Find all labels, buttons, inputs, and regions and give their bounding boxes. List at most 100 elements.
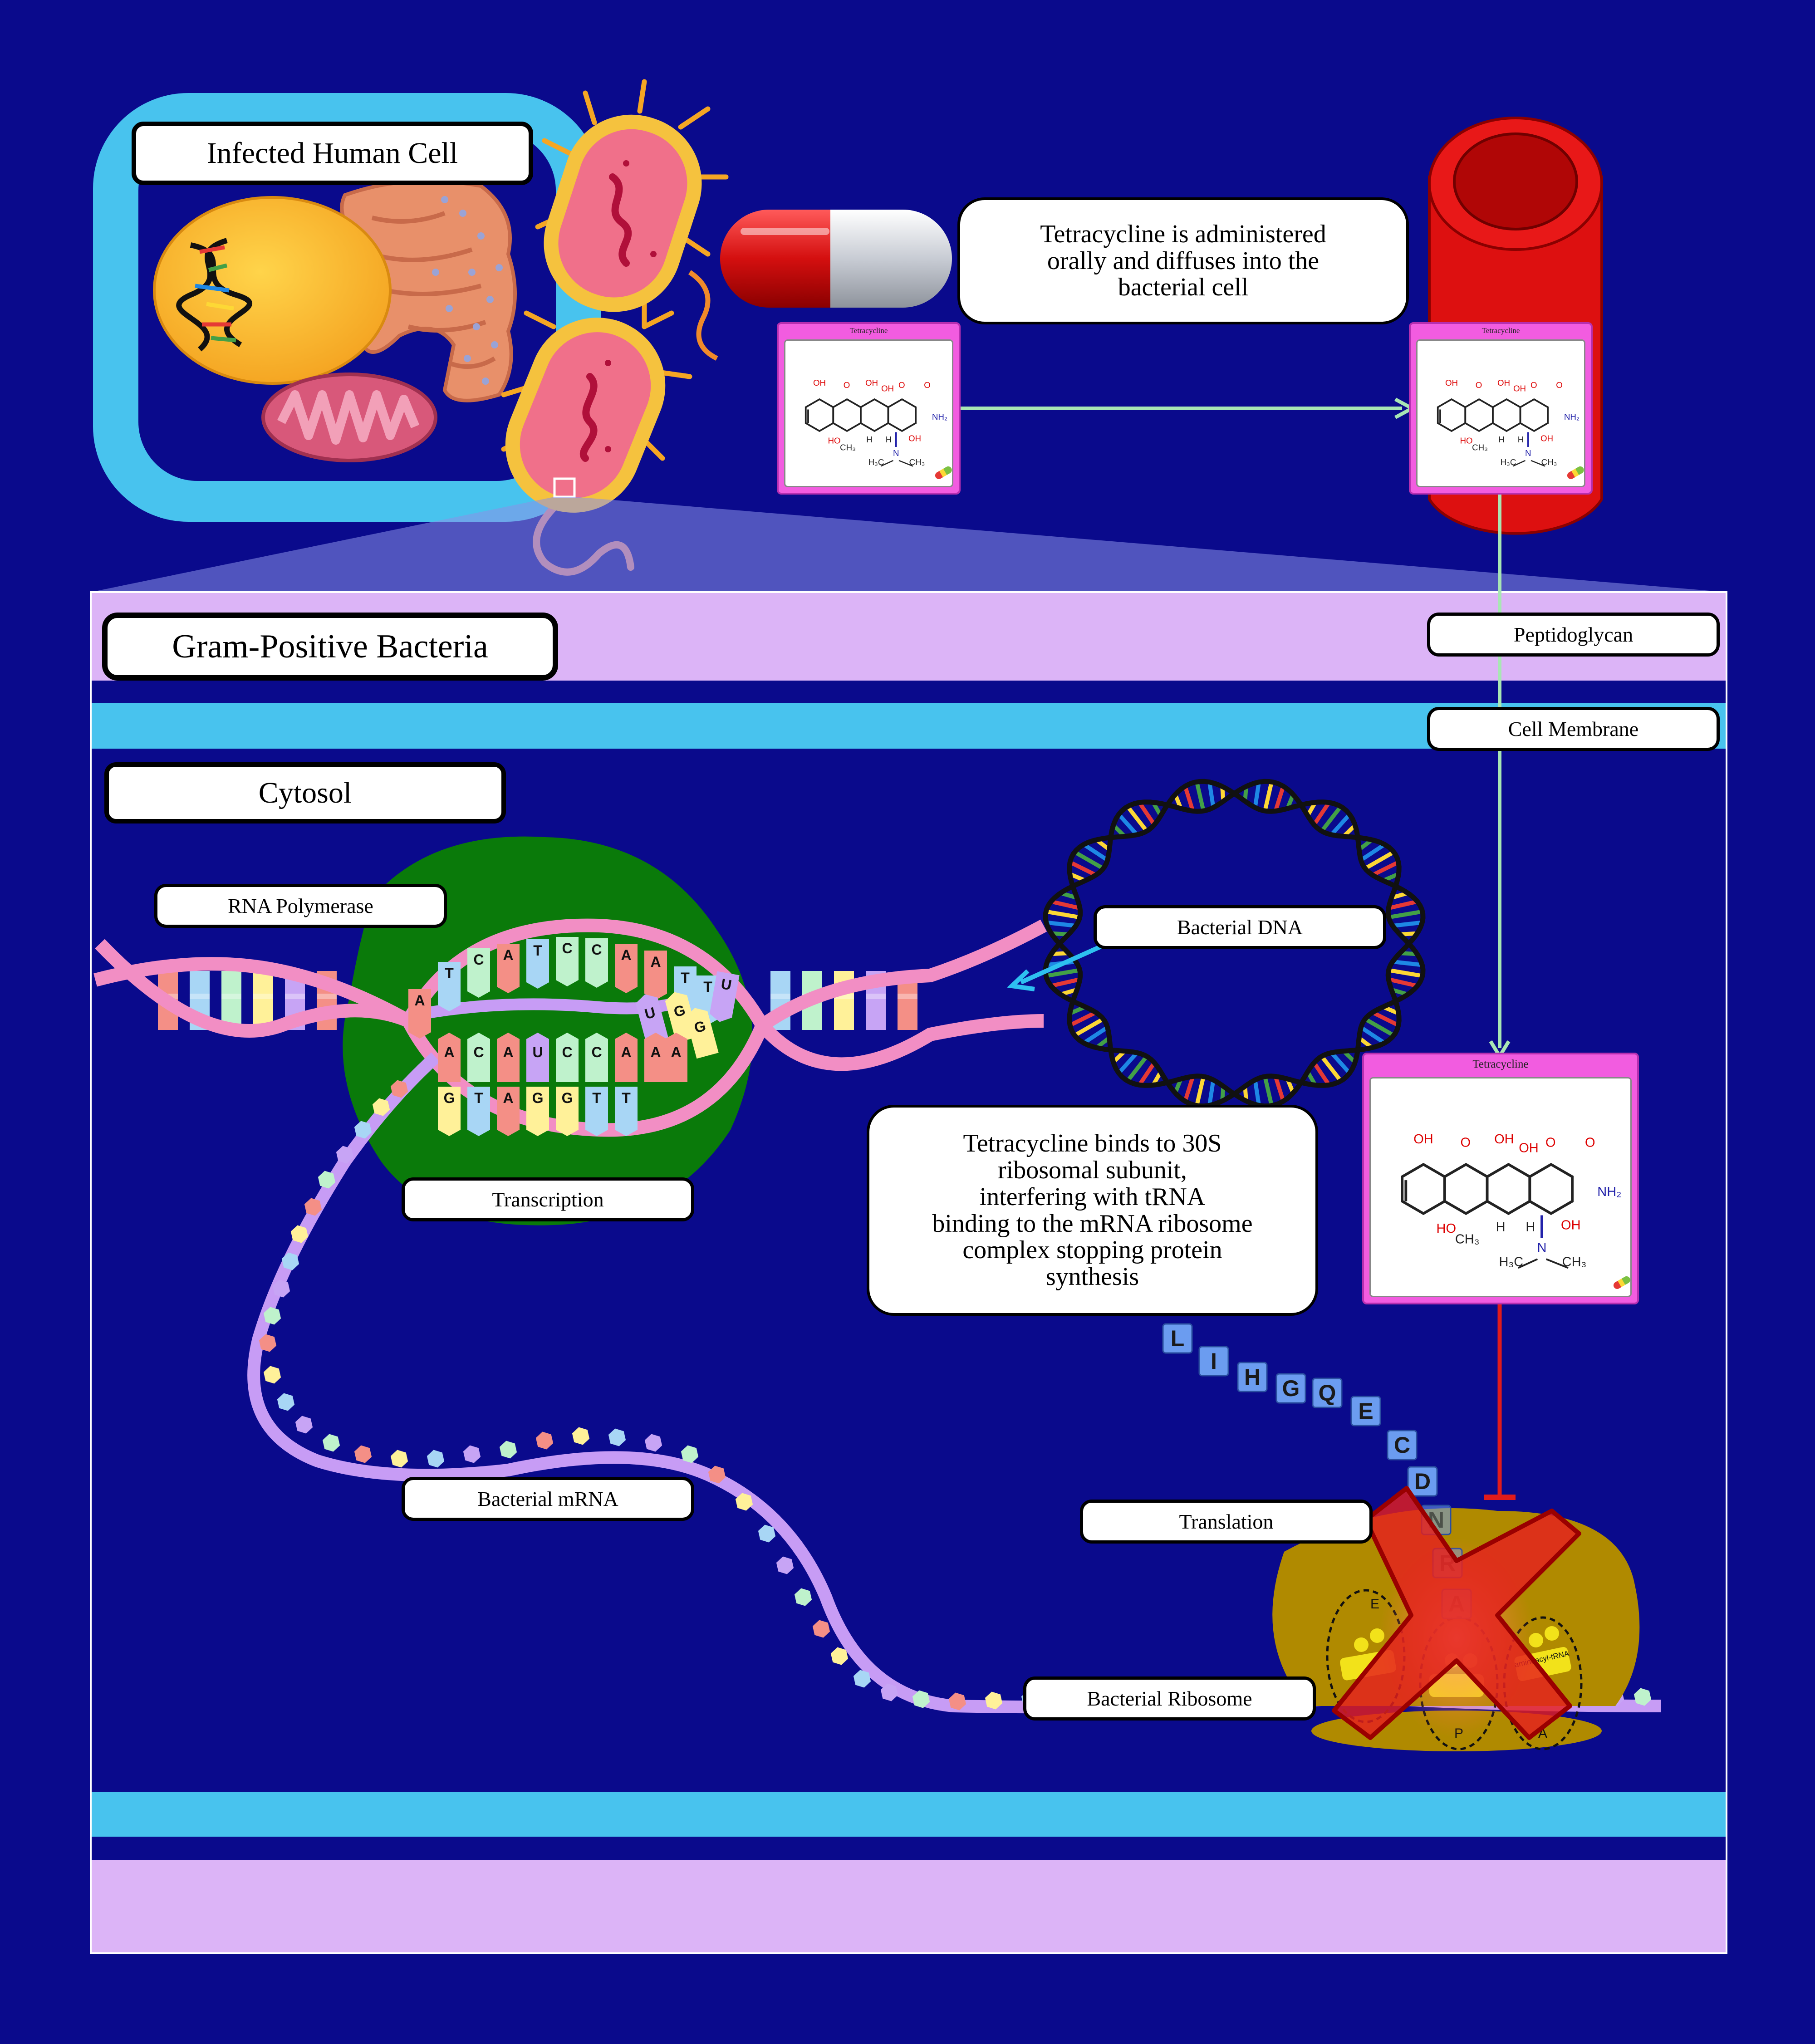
- label-rna-polymerase: RNA Polymerase: [154, 884, 447, 928]
- capsule-icon: [1567, 466, 1584, 479]
- mrna-nucleotide: [708, 1466, 726, 1484]
- molecule-label-oh: OH: [813, 378, 826, 387]
- dna-rung-gap: [317, 994, 337, 999]
- circular-dna-rung: [1364, 850, 1395, 871]
- nucleotide-base: C: [585, 938, 608, 988]
- label-cytosol: Cytosol: [104, 762, 506, 823]
- molecule-ring: [1443, 1163, 1489, 1215]
- base-shape: [635, 994, 669, 1045]
- base-letter: G: [444, 1090, 455, 1106]
- circular-dna-rung: [1371, 1010, 1399, 1027]
- molecule-label-oh: OH: [1445, 378, 1458, 387]
- circular-dna-rung: [1388, 899, 1418, 910]
- label-bacterial-ribosome: Bacterial Ribosome: [1023, 1676, 1316, 1720]
- bacterium-1: [535, 79, 729, 361]
- amino-acid-letter: G: [1282, 1376, 1300, 1401]
- molecule-label-ho: HO: [1460, 436, 1472, 446]
- nucleotide-base: G: [438, 1087, 461, 1136]
- circular-dna-rung: [1138, 1061, 1156, 1086]
- molecule-label-o: O: [1461, 1136, 1471, 1150]
- base-letter: T: [703, 979, 712, 995]
- molecule-label-nh2: NH₂: [1564, 412, 1580, 422]
- note-mechanism: Tetracycline binds to 30S ribosomal subu…: [867, 1105, 1318, 1316]
- circular-dna-rung: [1183, 785, 1195, 812]
- endoplasmic-reticulum: [340, 179, 517, 402]
- molecule-ring: [832, 398, 862, 432]
- base-shape: [615, 1087, 638, 1136]
- zoom-projection: [91, 497, 1727, 592]
- mrna-nucleotide: [390, 1080, 408, 1098]
- peptidoglycan-bottom: [92, 1860, 1726, 1952]
- amino-acid: [1387, 1430, 1418, 1461]
- mrna-nucleotide: [354, 1445, 372, 1463]
- circular-dna-rung: [1050, 899, 1080, 910]
- molecule-label-h: H: [886, 435, 892, 444]
- base-letter: G: [532, 1090, 544, 1106]
- circular-dna-rung: [1183, 1076, 1195, 1102]
- molecule-bond: [1545, 1258, 1569, 1269]
- circular-dna-rung: [1126, 1055, 1148, 1083]
- circular-dna-rung: [1392, 920, 1423, 928]
- molecule-ring: [887, 398, 917, 432]
- amino-acid: [1198, 1346, 1229, 1377]
- mrna-nucleotide: [290, 1225, 309, 1243]
- circular-dna-rung: [1388, 909, 1423, 920]
- base-shape: [556, 1087, 579, 1136]
- nucleotide-base: T: [526, 939, 549, 989]
- mrna-nucleotide: [277, 1393, 295, 1411]
- molecule-label-nh2: NH₂: [932, 412, 947, 422]
- base-shape: [585, 1033, 608, 1082]
- base-letter: T: [681, 970, 690, 986]
- mrna-nucleotide: [681, 1445, 699, 1463]
- base-shape: [685, 1008, 719, 1059]
- mrna-nucleotide: [608, 1428, 626, 1446]
- molecule-label-oh: OH: [1540, 434, 1553, 443]
- dna-rung-gap: [898, 994, 917, 999]
- ribosome-site-e: E: [1370, 1597, 1379, 1612]
- base-letter: C: [562, 1044, 572, 1060]
- label-bacterial-dna: Bacterial DNA: [1094, 905, 1386, 949]
- capsule-pill: [720, 210, 952, 308]
- molecule-ring: [804, 398, 834, 432]
- amino-acid: [1407, 1466, 1438, 1497]
- base-shape: [615, 944, 638, 993]
- capsule-icon-band: [1571, 469, 1579, 477]
- nucleotide-base: G: [556, 1087, 579, 1136]
- base-shape: [585, 1087, 608, 1136]
- dna-rung-gap: [285, 994, 305, 999]
- base-shape: [438, 1087, 461, 1136]
- molecule-bond: [1517, 1258, 1538, 1269]
- mrna-nucleotide: [263, 1366, 281, 1384]
- mrna-nucleotide: [948, 1692, 966, 1711]
- capsule-icon-band: [939, 469, 947, 477]
- base-letter: C: [473, 1044, 484, 1060]
- circular-dna-rung: [1312, 801, 1331, 826]
- base-shape: [438, 1033, 461, 1082]
- nucleotide-base: A: [615, 944, 638, 993]
- molecule-label-o: O: [1585, 1136, 1595, 1150]
- mrna-nucleotide: [499, 1441, 517, 1459]
- molecule-label-oh: OH: [1519, 1141, 1539, 1155]
- molecule-label-h: H: [1498, 435, 1505, 444]
- mrna-nucleotide: [295, 1416, 313, 1434]
- molecule-bond: [880, 460, 894, 467]
- circular-dna-rung: [1069, 860, 1097, 877]
- mrna-nucleotide: [304, 1198, 322, 1216]
- base-letter: A: [503, 1044, 513, 1060]
- circular-dna-rung: [1359, 843, 1386, 862]
- mrna-nucleotide: [259, 1334, 277, 1352]
- circular-dna-rung: [1083, 843, 1109, 862]
- molecule-label-h3c: H₃C: [868, 457, 884, 467]
- base-shape: [585, 938, 608, 988]
- molecule-label-ch3: CH₃: [1455, 1232, 1480, 1246]
